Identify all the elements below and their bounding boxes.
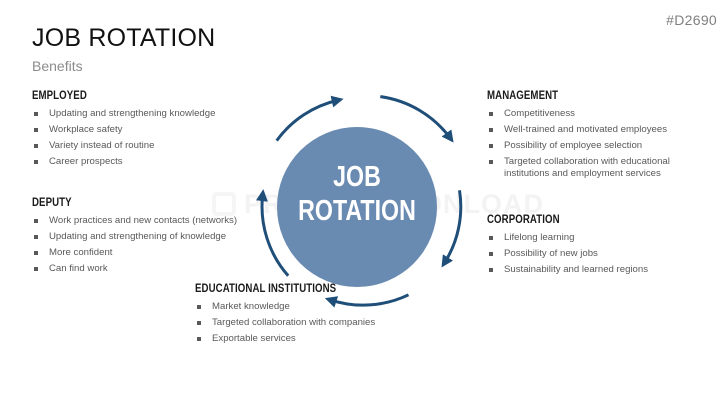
slide-code: #D2690 xyxy=(666,12,717,28)
corporation-group: CORPORATION Lifelong learning Possibilit… xyxy=(487,214,648,278)
educational-institutions-heading: EDUCATIONAL INSTITUTIONS xyxy=(195,283,337,295)
center-label: JOB ROTATION xyxy=(293,160,421,228)
list-item: Career prospects xyxy=(32,154,215,170)
employed-heading: EMPLOYED xyxy=(32,90,87,102)
list-item: Lifelong learning xyxy=(487,230,648,246)
list-item: Work practices and new contacts (network… xyxy=(32,213,237,229)
list-item: Well-trained and motivated employees xyxy=(487,122,694,138)
center-label-line2: ROTATION xyxy=(298,195,416,227)
management-heading: MANAGEMENT xyxy=(487,90,559,102)
center-label-line1: JOB xyxy=(333,161,381,193)
cycle-arrow xyxy=(255,189,290,277)
list-item: Can find work xyxy=(32,261,237,277)
cycle-arrow xyxy=(441,190,463,268)
list-item: Possibility of employee selection xyxy=(487,138,694,154)
deputy-group: DEPUTY Work practices and new contacts (… xyxy=(32,197,237,277)
cycle-arrow xyxy=(275,95,344,142)
list-item: Workplace safety xyxy=(32,122,215,138)
employed-group: EMPLOYED Updating and strengthening know… xyxy=(32,90,215,170)
list-item: Targeted collaboration with companies xyxy=(195,315,375,331)
management-group: MANAGEMENT Competitiveness Well-trained … xyxy=(487,90,694,181)
management-list: Competitiveness Well-trained and motivat… xyxy=(487,106,694,181)
list-item: Market knowledge xyxy=(195,299,375,315)
page-title: JOB ROTATION xyxy=(32,24,216,52)
list-item: Variety instead of routine xyxy=(32,138,215,154)
list-item: Sustainability and learned regions xyxy=(487,262,648,278)
cycle-arrow xyxy=(324,293,410,308)
watermark-logo-icon xyxy=(212,192,236,216)
list-item: Updating and strengthening knowledge xyxy=(32,106,215,122)
educational-institutions-group: EDUCATIONAL INSTITUTIONS Market knowledg… xyxy=(195,283,375,347)
cycle-arrow xyxy=(380,95,454,143)
center-circle xyxy=(277,127,437,287)
list-item: More confident xyxy=(32,245,237,261)
list-item: Competitiveness xyxy=(487,106,694,122)
educational-institutions-list: Market knowledge Targeted collaboration … xyxy=(195,299,375,347)
deputy-list: Work practices and new contacts (network… xyxy=(32,213,237,277)
page-subtitle: Benefits xyxy=(32,58,83,74)
corporation-heading: CORPORATION xyxy=(487,214,560,226)
corporation-list: Lifelong learning Possibility of new job… xyxy=(487,230,648,278)
list-item: Possibility of new jobs xyxy=(487,246,648,262)
list-item: Exportable services xyxy=(195,331,375,347)
list-item: Targeted collaboration with educational … xyxy=(487,154,694,181)
deputy-heading: DEPUTY xyxy=(32,197,72,209)
list-item: Updating and strengthening of knowledge xyxy=(32,229,237,245)
employed-list: Updating and strengthening knowledge Wor… xyxy=(32,106,215,170)
